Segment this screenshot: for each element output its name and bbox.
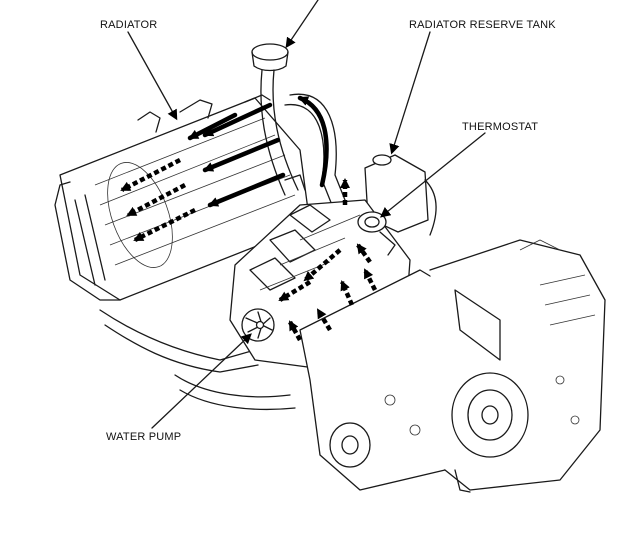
radiator-reserve-tank-label: RADIATOR RESERVE TANK	[409, 19, 556, 31]
water-pump	[241, 308, 275, 342]
water-pump-label: WATER PUMP	[106, 431, 182, 443]
thermostat-housing	[357, 211, 396, 256]
coolant-flow-arrows	[120, 95, 378, 342]
engine	[229, 199, 606, 493]
callout-leader-lines	[127, 0, 486, 429]
thermostat-label: THERMOSTAT	[462, 121, 539, 133]
coolant-hoses	[99, 69, 346, 411]
radiator-label: RADIATOR	[100, 19, 158, 31]
radiator-cap	[251, 43, 289, 72]
